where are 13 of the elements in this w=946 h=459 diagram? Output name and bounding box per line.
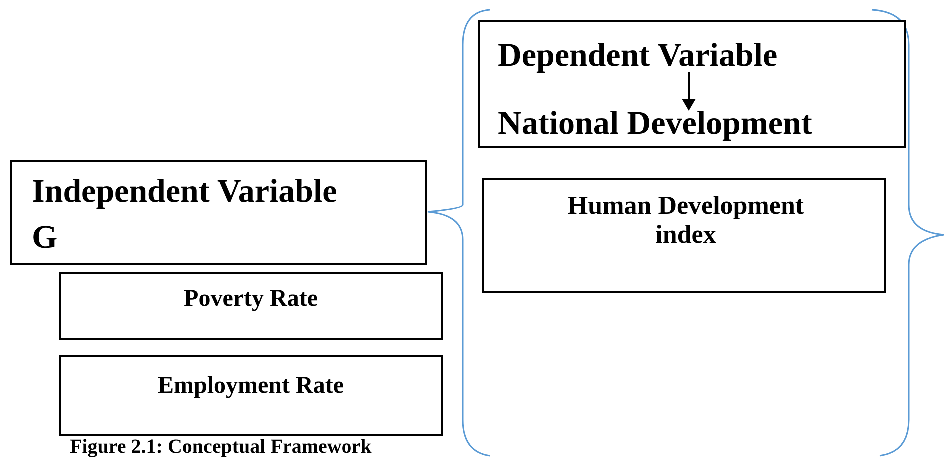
box-label: Independent Variable xyxy=(32,174,338,210)
box-label: Employment Rate xyxy=(157,373,345,400)
box-label: G xyxy=(32,220,58,256)
text-box xyxy=(59,272,443,340)
box-label: Dependent Variable xyxy=(498,38,778,74)
box-label: Poverty Rate xyxy=(183,286,319,312)
text-box xyxy=(10,160,427,265)
box-label: Human Development index xyxy=(566,192,806,250)
text-box xyxy=(478,20,906,148)
text-box xyxy=(482,178,886,293)
caption: Figure 2.1: Conceptual Framework xyxy=(70,437,372,457)
text-box xyxy=(59,355,443,436)
box-label: National Development xyxy=(498,106,812,142)
